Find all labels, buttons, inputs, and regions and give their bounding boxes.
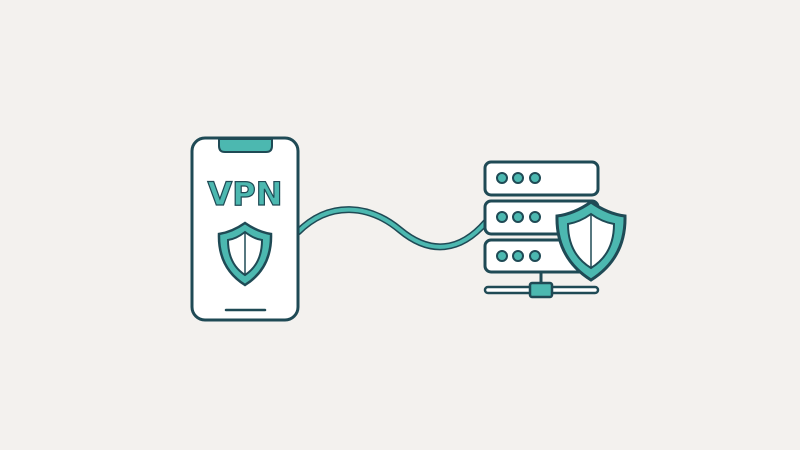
shield-icon	[555, 200, 627, 282]
shield-icon	[217, 221, 273, 287]
network-icon	[483, 272, 600, 299]
smartphone-icon: VPN	[190, 136, 300, 322]
vpn-label: VPN	[208, 175, 283, 213]
cable-connection	[294, 206, 490, 251]
server-unit	[483, 160, 600, 197]
